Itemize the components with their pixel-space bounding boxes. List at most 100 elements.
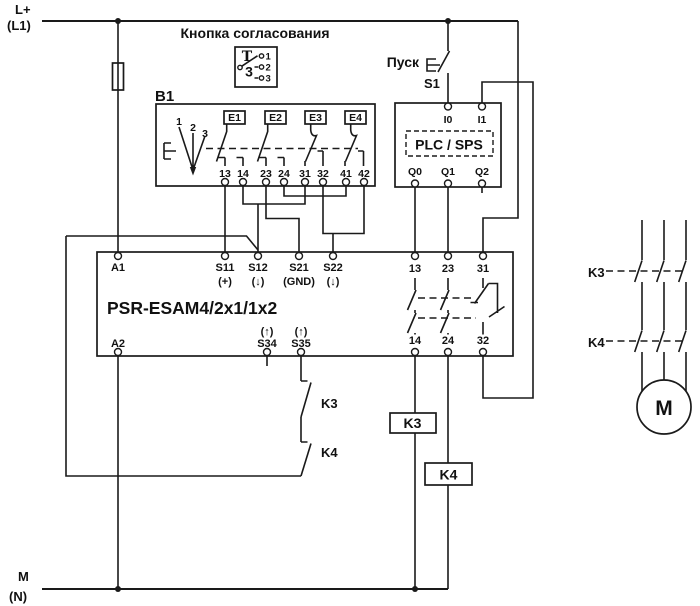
b1-id-label: B1 [155,88,174,105]
wire-24-to-41-link [283,186,347,197]
motor-circle [636,379,692,435]
psr-terminal-31 [478,251,488,261]
b1-terminal-41-label: 41 [340,168,352,180]
k4-feedback-label: K4 [321,445,338,460]
b1-terminal-42 [359,177,369,187]
wire-feedback-left-side [65,236,301,477]
b1-terminal-14-label: 14 [237,168,249,180]
psr-terminal-14 [410,347,420,357]
b1-block-e3 [304,110,327,125]
ack-button-inset: Кнопка согласования T 3 1 2 3 [181,25,329,88]
psr-terminal-a2 [113,347,123,357]
b1-block-e1 [223,110,246,125]
plc-q2-label: Q2 [475,166,489,178]
plc-q1-label: Q1 [441,166,455,178]
start-button-s1: Пуск S1 [387,21,451,104]
psr-s12-label: S12 [248,262,268,274]
neutral-label-m: M [18,569,29,584]
plc-inner-dashed-box [405,130,494,157]
psr-s21-label: S21 [289,262,309,274]
psr-a1-label: A1 [111,262,125,274]
s1-contact-blade [437,50,451,73]
b1-e1-label: E1 [228,112,241,124]
wires-b1-to-psr [224,186,365,253]
psr-relay-box: PSR-ESAM4/2x1/1x2 A1 S11 (+) S12 (↓) S21… [96,251,514,357]
label-underlay [407,334,423,346]
b1-terminal-31-label: 31 [299,168,311,180]
b1-terminal-13-label: 13 [219,168,231,180]
ack-button-box [234,46,278,88]
b1-terminal-13 [220,177,230,187]
plc-i0-label: I0 [444,114,453,126]
ack-contact-2 [258,64,265,70]
psr-23-label: 23 [442,263,454,275]
b1-position-3-label: 3 [202,128,208,140]
phase-lines-bottom [641,352,687,391]
feedback-loop: K3 K4 [65,235,338,477]
ack-position-3-label: 3 [266,74,271,85]
b1-position-2-label: 2 [190,122,196,134]
wire-32-to-42-link [322,186,365,235]
s1-id-label: S1 [424,76,440,91]
psr-terminal-24 [443,347,453,357]
fuse-branch [111,21,125,253]
s1-pushbutton-actuator-icon [426,58,440,72]
psr-title: PSR-ESAM4/2x1/1x2 [107,298,277,318]
b1-e4-label: E4 [349,112,362,124]
psr-32-label: 32 [477,335,489,347]
psr-s11-sublabel: (+) [218,276,232,288]
coil-k3-box [389,412,437,434]
k4-feedback-contact-blade [300,443,312,477]
plc-terminal-q0 [410,179,420,188]
bottom-neutral-rail: M (N) [9,569,448,604]
psr-s34-suplabel: (↑) [261,326,274,338]
phase-lines-middle [641,282,687,330]
psr-s22-label: S22 [323,262,343,274]
coil-k4-label: K4 [440,467,458,483]
motor-branch: K3 K4 M [588,220,692,435]
neutral-label-n: (N) [9,589,27,604]
psr-terminal-s11 [220,251,230,261]
start-button-label: Пуск [387,54,420,70]
ack-contact-3 [258,75,265,81]
ack-actuator-icon: T [242,49,253,65]
k3-feedback-contact-seat [300,356,308,382]
b1-terminal-14 [238,177,248,187]
psr-terminal-a1 [113,251,123,261]
label-underlay [440,334,456,346]
motor-label: M [655,397,673,420]
b1-selector-positions-icon [178,126,206,171]
label-underlay [475,334,491,346]
psr-terminal-13 [410,251,420,261]
k3-feedback-contact-blade [300,382,312,418]
top-supply-rail: L+ (L1) [7,2,518,33]
b1-contact-e4-icon [344,124,365,166]
plc-terminal-i0 [443,102,453,111]
b1-terminal-32 [318,177,328,187]
k3-feedback-label: K3 [321,396,338,411]
supply-label-plus: L+ [15,2,31,17]
psr-13-label: 13 [409,263,421,275]
psr-terminal-s21 [294,251,304,261]
psr-contact-13-14-icon [406,278,417,336]
plc-box: PLC / SPS I0 I1 Q0 Q1 Q2 [394,102,502,188]
wire-feedback-to-s12 [66,235,259,251]
psr-terminal-s35 [296,347,306,357]
b1-e2-label: E2 [269,112,282,124]
wire-supply-to-31 [482,21,519,253]
contactor-k4-blades-icon [633,330,687,353]
b1-block-e2 [264,110,287,125]
psr-31-label: 31 [477,263,489,275]
b1-switch-box: B1 1 2 3 E1 E2 E3 E4 13 14 23 24 31 32 [155,88,376,187]
supply-label-l1: (L1) [7,18,31,33]
wire-14-to-31-link [242,186,306,205]
psr-s34-label: S34 [257,338,277,350]
psr-s35-suplabel: (↑) [295,326,308,338]
psr-s35-label: S35 [291,338,311,350]
psr-terminal-s12 [253,251,263,261]
plc-terminal-q2 [477,179,487,188]
psr-s22-sublabel: (↓) [327,276,340,288]
coil-k4-box [424,462,473,486]
